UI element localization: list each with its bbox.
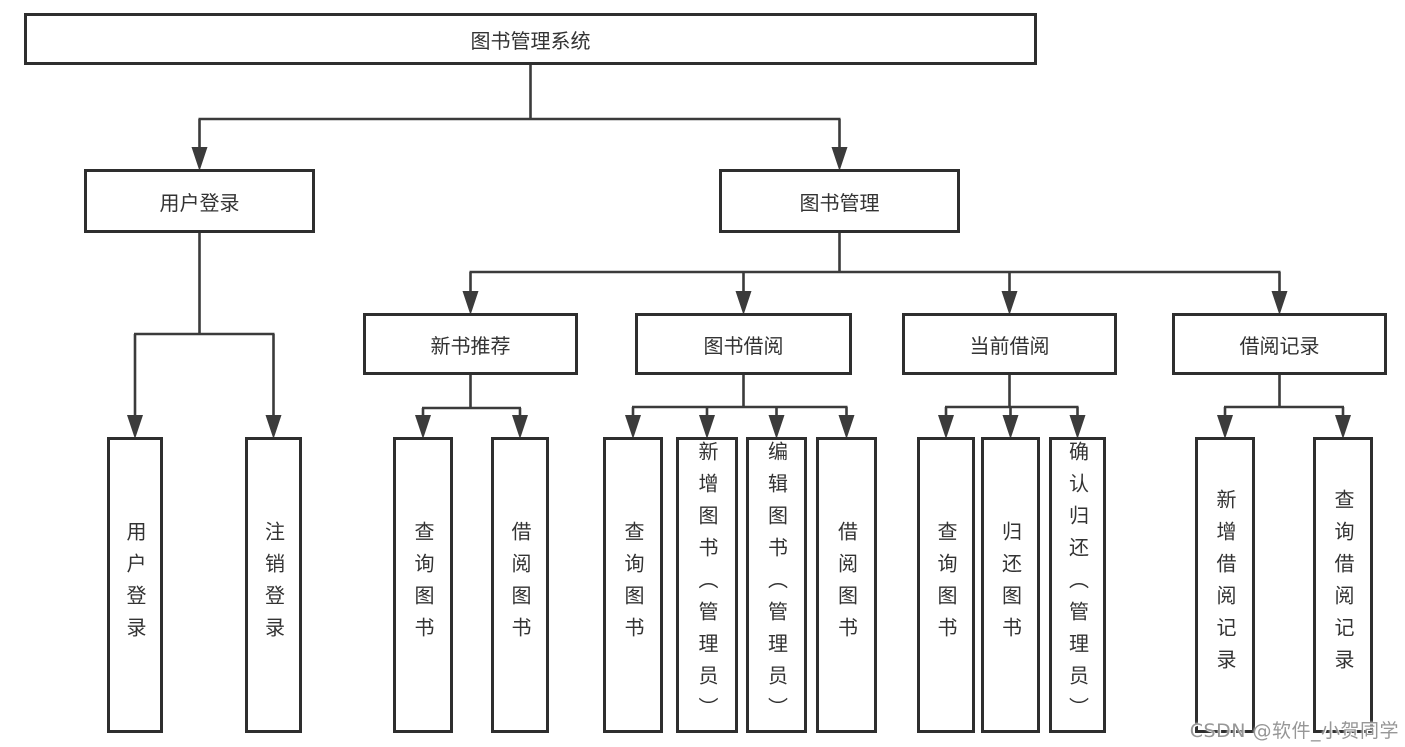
node-root: 图书管理系统 [24,13,1037,65]
node-leaf-query-book-borrow: 查询图书 [603,437,663,733]
node-new-book-rec: 新书推荐 [363,313,578,375]
node-current-borrow: 当前借阅 [902,313,1117,375]
node-label-root: 图书管理系统 [470,28,591,53]
node-leaf-add-borrow-record: 新增借阅记录 [1195,437,1255,733]
node-label-leaf-add-borrow-record: 新增借阅记录 [1213,489,1237,681]
node-label-book-borrow: 图书借阅 [703,333,784,358]
node-label-leaf-query-borrow-record: 查询借阅记录 [1331,489,1355,681]
node-user-login: 用户登录 [84,169,315,233]
node-leaf-borrow-book: 借阅图书 [816,437,877,733]
node-borrow-records: 借阅记录 [1172,313,1387,375]
node-label-user-login: 用户登录 [159,190,240,215]
node-leaf-query-borrow-record: 查询借阅记录 [1313,437,1373,733]
node-label-new-book-rec: 新书推荐 [430,333,511,358]
node-label-leaf-logout: 注销登录 [261,521,286,649]
node-leaf-return-book: 归还图书 [981,437,1040,733]
node-book-borrow: 图书借阅 [635,313,852,375]
node-leaf-edit-book: 编辑图书（管理员） [746,437,807,733]
node-label-current-borrow: 当前借阅 [969,333,1050,358]
node-label-leaf-confirm-return: 确认归还（管理员） [1065,441,1090,729]
node-label-leaf-user-login: 用户登录 [123,521,147,649]
node-label-leaf-edit-book: 编辑图书（管理员） [764,441,789,729]
watermark: CSDN @软件_小贺同学 [1189,720,1399,742]
node-book-mgmt: 图书管理 [719,169,960,233]
node-leaf-borrow-book-new: 借阅图书 [491,437,549,733]
node-label-leaf-query-book-current: 查询图书 [934,521,958,649]
node-leaf-confirm-return: 确认归还（管理员） [1049,437,1106,733]
node-leaf-query-book-new: 查询图书 [393,437,453,733]
node-label-leaf-query-book-borrow: 查询图书 [621,521,645,649]
node-leaf-add-book: 新增图书（管理员） [676,437,738,733]
node-leaf-logout: 注销登录 [245,437,302,733]
node-label-leaf-borrow-book: 借阅图书 [834,521,859,649]
node-leaf-user-login: 用户登录 [107,437,163,733]
node-label-borrow-records: 借阅记录 [1239,333,1320,358]
node-label-book-mgmt: 图书管理 [799,190,880,215]
node-label-leaf-add-book: 新增图书（管理员） [695,441,719,729]
node-label-leaf-return-book: 归还图书 [998,521,1023,649]
node-leaf-query-book-current: 查询图书 [917,437,975,733]
node-label-leaf-query-book-new: 查询图书 [411,521,435,649]
node-label-leaf-borrow-book-new: 借阅图书 [508,521,532,649]
